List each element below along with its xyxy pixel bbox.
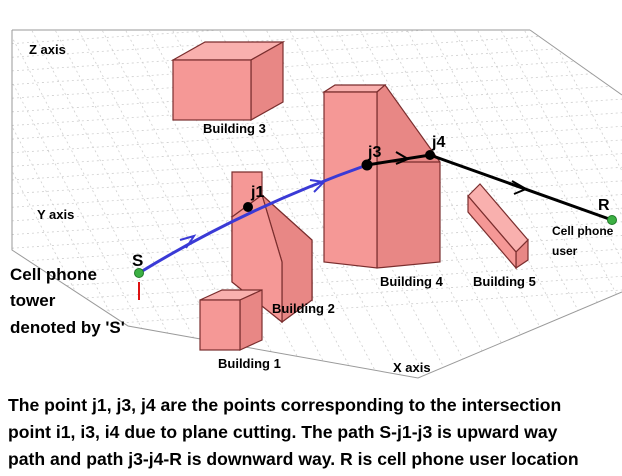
tower-label-line-3: denoted by 'S' xyxy=(10,318,125,337)
tower-label-line-2: tower xyxy=(10,291,56,310)
point-s-label: S xyxy=(132,251,143,270)
upward-path xyxy=(138,163,368,275)
caption: The point j1, j3, j4 are the points corr… xyxy=(8,392,618,473)
user-label-line-2: user xyxy=(552,244,578,258)
point-j3-marker xyxy=(361,159,373,171)
upward-arrow-2 xyxy=(309,179,327,193)
building-3 xyxy=(170,40,286,122)
caption-line-2: point i1, i3, i4 due to plane cutting. T… xyxy=(8,422,558,442)
building-5 xyxy=(467,183,529,270)
building-4 xyxy=(321,84,441,269)
building-3-label: Building 3 xyxy=(203,121,266,136)
point-r-label: R xyxy=(598,197,610,214)
point-j1-label: j1 xyxy=(250,184,264,201)
caption-line-1: The point j1, j3, j4 are the points corr… xyxy=(8,395,562,415)
point-s-marker xyxy=(134,268,144,278)
building-5-label: Building 5 xyxy=(473,274,536,289)
caption-line-3: path and path j3-j4-R is downward way. R… xyxy=(8,449,579,469)
building-1-label: Building 1 xyxy=(218,356,281,371)
building-4-label: Building 4 xyxy=(380,274,444,289)
upward-arrow-1 xyxy=(179,234,197,249)
ground-plane-outline xyxy=(11,29,622,379)
point-j4-label: j4 xyxy=(431,134,445,151)
building-1 xyxy=(199,289,263,351)
point-j3-label: j3 xyxy=(367,144,381,161)
tower-label-line-1: Cell phone xyxy=(10,265,97,284)
point-r-marker xyxy=(607,215,617,225)
downward-arrow-1 xyxy=(395,151,411,165)
y-axis-label: Y axis xyxy=(37,207,74,222)
point-j1-marker xyxy=(243,202,253,212)
user-label-line-1: Cell phone xyxy=(552,224,614,238)
downward-arrow-2 xyxy=(511,180,529,195)
z-axis-label: Z axis xyxy=(29,42,66,57)
building-2-label: Building 2 xyxy=(272,301,335,316)
building-2 xyxy=(230,171,313,324)
point-j4-marker xyxy=(425,150,435,160)
x-axis-label: X axis xyxy=(393,360,431,375)
